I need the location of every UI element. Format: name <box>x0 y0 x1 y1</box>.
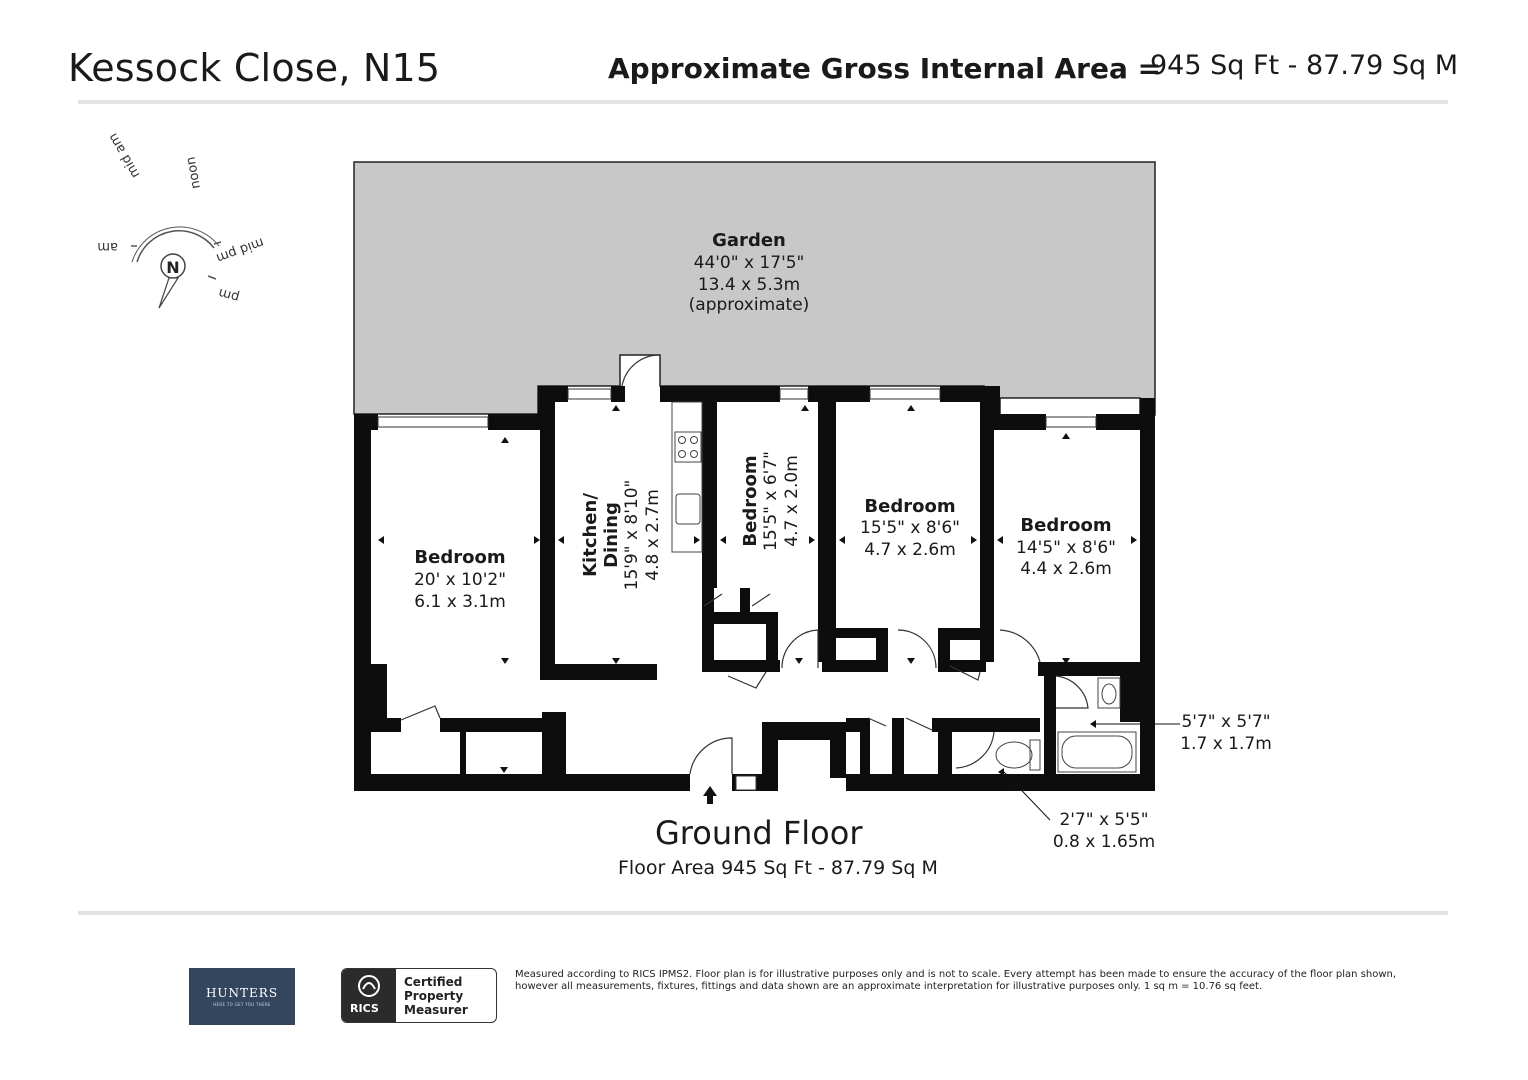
rics-line-2: Property <box>404 989 464 1003</box>
garden-note: (approximate) <box>689 295 810 315</box>
garden-dim-metric: 13.4 x 5.3m <box>698 275 800 295</box>
rics-badge: RICS <box>342 969 396 1022</box>
kitchen-worktop <box>671 401 703 553</box>
bedroom-1-name: Bedroom <box>414 547 505 568</box>
compass-icon: N am mid am noon mid pm pm <box>97 130 266 309</box>
kitchen-dim-metric: 4.8 x 2.7m <box>643 489 663 581</box>
bedroom-2-dim-metric: 4.7 x 2.0m <box>782 455 802 547</box>
garden-dim-imperial: 44'0" x 17'5" <box>694 253 805 273</box>
header-divider <box>78 100 1448 104</box>
kitchen-name-line1: Kitchen/ <box>580 493 601 577</box>
gross-area-label: Approximate Gross Internal Area = <box>608 52 1162 85</box>
disclaimer-text: Measured according to RICS IPMS2. Floor … <box>515 969 1397 992</box>
wc-dim-imperial: 2'7" x 5'5" <box>1059 810 1148 830</box>
bedroom-3-name: Bedroom <box>864 496 955 517</box>
footer-divider <box>78 911 1448 915</box>
bedroom-3-dim-imperial: 15'5" x 8'6" <box>860 518 960 538</box>
wc-dim-metric: 0.8 x 1.65m <box>1053 832 1155 852</box>
bedroom-2-name: Bedroom <box>740 455 761 546</box>
compass-pm-label: pm <box>217 285 241 305</box>
dimension-arrows <box>378 405 1137 804</box>
bathroom-fixtures <box>995 677 1137 773</box>
bedroom-4-dim-imperial: 14'5" x 8'6" <box>1016 538 1116 558</box>
windows <box>377 388 1097 791</box>
doors <box>400 354 1089 775</box>
walls <box>354 386 1155 791</box>
floor-title: Ground Floor <box>655 814 863 852</box>
bathroom-dim-metric: 1.7 x 1.7m <box>1180 734 1272 754</box>
hunters-logo: HUNTERS HERE TO GET YOU THERE <box>189 968 295 1025</box>
compass-am-label: am <box>97 239 118 254</box>
property-title: Kessock Close, N15 <box>68 46 441 90</box>
hunters-logo-name: HUNTERS <box>205 986 279 1000</box>
rics-lion-icon <box>358 975 380 997</box>
bedroom-1-dim-imperial: 20' x 10'2" <box>414 570 506 590</box>
compass-mid-am-label: mid am <box>106 130 144 180</box>
bathroom-dim-imperial: 5'7" x 5'7" <box>1181 712 1270 732</box>
bedroom-1-dim-metric: 6.1 x 3.1m <box>414 592 506 612</box>
gross-area-value: 945 Sq Ft - 87.79 Sq M <box>1150 50 1459 81</box>
rics-certified-logo: RICS Certified Property Measurer <box>341 968 497 1023</box>
bedroom-3-dim-metric: 4.7 x 2.6m <box>864 540 956 560</box>
rics-line-1: Certified <box>404 975 463 989</box>
hunters-logo-tagline: HERE TO GET YOU THERE <box>213 1002 271 1007</box>
garden-name: Garden <box>712 230 786 251</box>
kitchen-name-line2: Dining <box>601 502 622 568</box>
rics-badge-text: RICS <box>350 1002 379 1015</box>
callout-lines <box>1003 723 1180 821</box>
bedroom-2-dim-imperial: 15'5" x 6'7" <box>761 451 781 551</box>
bedroom-4-name: Bedroom <box>1020 515 1111 536</box>
compass-north-label: N <box>166 258 179 277</box>
rics-line-3: Measurer <box>404 1003 468 1017</box>
compass-mid-pm-label: mid pm <box>214 234 266 265</box>
bedroom-4-dim-metric: 4.4 x 2.6m <box>1020 559 1112 579</box>
compass-noon-label: noon <box>184 155 204 190</box>
kitchen-dim-imperial: 15'9" x 8'10" <box>622 480 642 591</box>
floor-area: Floor Area 945 Sq Ft - 87.79 Sq M <box>618 857 938 879</box>
